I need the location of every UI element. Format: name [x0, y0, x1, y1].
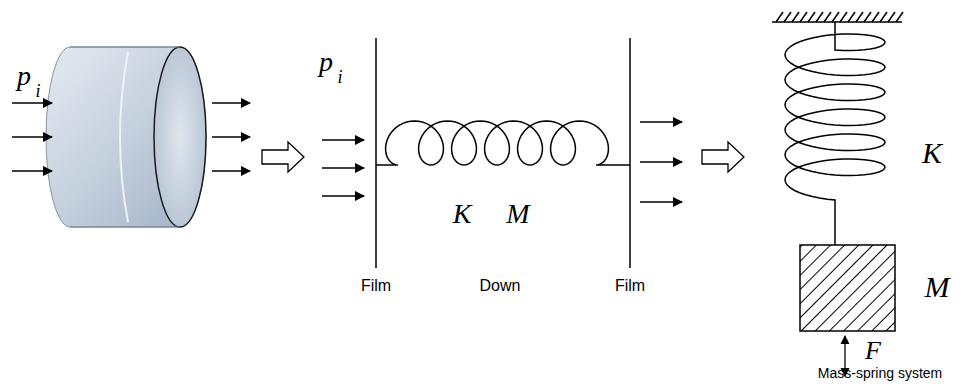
- stiffness-symbol: K: [453, 200, 472, 228]
- pressure-symbol: p: [17, 62, 31, 90]
- pressure-subscript: i: [337, 68, 342, 86]
- mass-symbol: M: [506, 200, 529, 228]
- part-name: Down: [480, 278, 521, 294]
- pressure-subscript: i: [35, 82, 40, 100]
- film-line: [375, 38, 377, 268]
- pressure-symbol: p: [319, 48, 333, 76]
- hollow-arrow: [702, 142, 744, 172]
- force-symbol: F: [865, 338, 881, 364]
- part-name: Film: [361, 278, 391, 294]
- spring-symbol: [376, 22, 885, 245]
- mass-symbol: M: [925, 272, 950, 302]
- caption-label: Mass-spring system: [818, 366, 942, 380]
- stiffness-symbol: K: [922, 138, 942, 168]
- porous-disk: [46, 47, 206, 227]
- ceiling-support: [772, 12, 903, 22]
- flow-arrows: [12, 103, 682, 202]
- part-name: Film: [615, 278, 645, 294]
- mass-block: [800, 245, 895, 331]
- hollow-arrow: [262, 142, 304, 172]
- film-line: [629, 38, 631, 268]
